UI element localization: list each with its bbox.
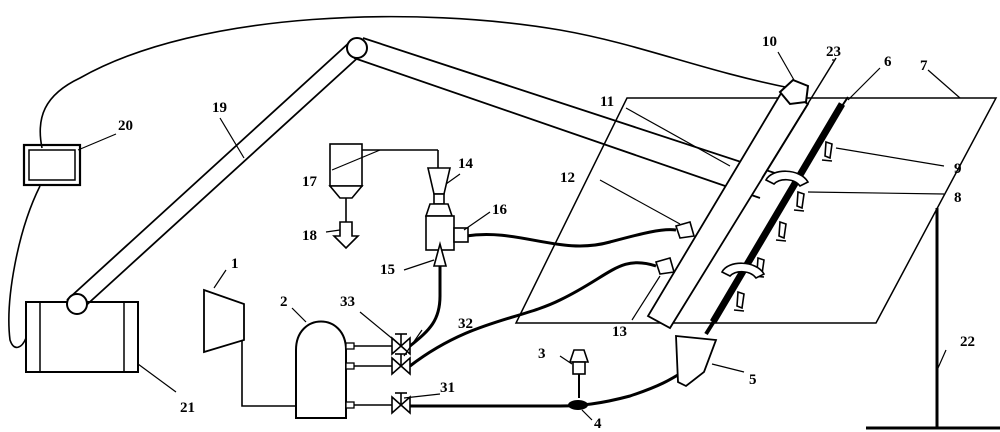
label-6: 6 — [884, 54, 892, 70]
label-21: 21 — [180, 400, 195, 416]
label-22: 22 — [960, 334, 975, 350]
sensor-3 — [568, 349, 590, 398]
valve-31 — [391, 392, 411, 415]
valve-33 — [391, 333, 411, 356]
label-2: 2 — [280, 294, 288, 310]
clamp — [764, 170, 810, 188]
label-14: 14 — [458, 156, 474, 172]
injector-15 — [432, 240, 448, 267]
label-16: 16 — [492, 202, 508, 218]
robot-arm-19 — [66, 37, 791, 315]
label-8: 8 — [954, 190, 962, 206]
label-23: 23 — [826, 44, 841, 60]
label-33: 33 — [340, 294, 355, 310]
line-1-to-2 — [241, 340, 298, 407]
label-7: 7 — [920, 58, 928, 74]
tee-joint-4 — [568, 400, 588, 410]
hose-16-to-12 — [465, 228, 677, 248]
label-5: 5 — [749, 372, 757, 388]
hose-32-to-13 — [409, 261, 657, 368]
label-32: 32 — [458, 316, 473, 332]
leader-lines — [77, 51, 961, 421]
rod-23 — [761, 57, 837, 179]
hopper-17 — [328, 143, 439, 222]
arm-joint-base — [66, 293, 88, 315]
nozzle — [821, 140, 833, 162]
inlet-13 — [654, 257, 676, 275]
label-1: 1 — [231, 256, 239, 272]
signal-cable — [39, 15, 791, 149]
label-17: 17 — [302, 174, 318, 190]
monitor-20 — [22, 143, 82, 187]
label-4: 4 — [594, 416, 602, 432]
workpiece-plane-7 — [514, 97, 998, 324]
clamps-8 — [720, 170, 810, 280]
label-13: 13 — [612, 324, 627, 340]
mixer-14 — [424, 167, 469, 267]
ejector-16 — [453, 227, 469, 243]
outlet-arrow-18 — [332, 221, 360, 250]
spray-head-5 — [675, 335, 718, 388]
tank-2 — [295, 320, 392, 419]
inlet-12 — [674, 221, 696, 239]
clamp — [720, 262, 766, 280]
nozzle — [775, 220, 787, 242]
electrode-bar-6 — [709, 102, 846, 324]
label-3: 3 — [538, 346, 546, 362]
label-9: 9 — [954, 161, 962, 177]
label-10: 10 — [762, 34, 777, 50]
support-stand-22 — [866, 208, 1000, 430]
power-cable — [8, 185, 41, 349]
camera-10 — [778, 78, 810, 106]
hose-33-to-15 — [409, 266, 442, 348]
label-20: 20 — [118, 118, 133, 134]
label-31: 31 — [440, 380, 455, 396]
valve-32 — [391, 353, 411, 376]
label-11: 11 — [600, 94, 614, 110]
label-18: 18 — [302, 228, 317, 244]
label-19: 19 — [212, 100, 227, 116]
nozzle — [733, 290, 745, 312]
supply-1 — [203, 288, 245, 354]
arm-joint-top — [346, 37, 368, 59]
nozzles-9 — [733, 140, 833, 312]
nozzle — [793, 190, 805, 212]
label-15: 15 — [380, 262, 395, 278]
label-12: 12 — [560, 170, 575, 186]
